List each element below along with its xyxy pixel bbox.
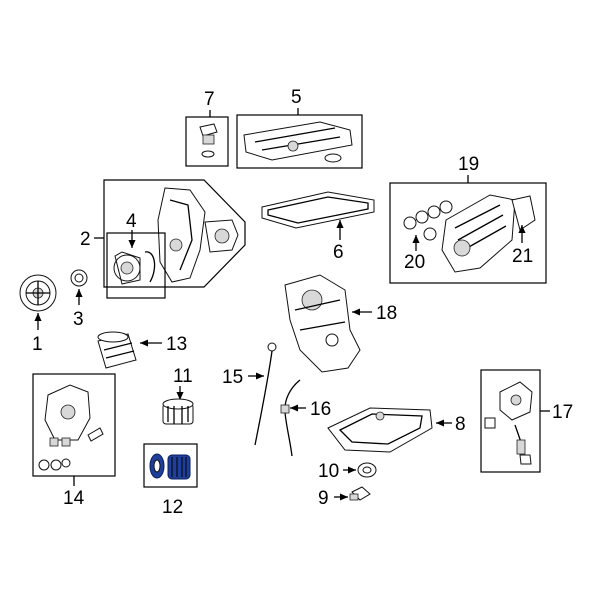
callout-17: 17 bbox=[552, 402, 573, 423]
oil-pressure-group bbox=[480, 369, 541, 473]
callout-5: 5 bbox=[291, 87, 302, 108]
oil-pump-kit[interactable] bbox=[38, 384, 104, 471]
callout-18: 18 bbox=[376, 303, 397, 324]
timing-cover-group bbox=[103, 179, 246, 288]
crankshaft-pulley[interactable] bbox=[19, 274, 57, 312]
filter-element-group bbox=[143, 443, 198, 488]
callout-1: 1 bbox=[32, 334, 43, 355]
callout-6: 6 bbox=[333, 242, 344, 263]
water-pump[interactable] bbox=[113, 251, 156, 285]
callout-10: 10 bbox=[318, 461, 339, 482]
dipstick-tube[interactable] bbox=[280, 379, 301, 457]
drain-plug-washer[interactable] bbox=[357, 462, 377, 478]
callout-11: 11 bbox=[173, 366, 193, 387]
timing-chain-cover[interactable] bbox=[157, 187, 239, 283]
intake-manifold[interactable] bbox=[441, 194, 536, 273]
oil-filter[interactable] bbox=[97, 331, 137, 369]
oil-cooler-assembly[interactable] bbox=[484, 381, 533, 465]
oil-cap-group bbox=[185, 116, 229, 167]
callout-4: 4 bbox=[126, 211, 137, 232]
intake-gaskets[interactable] bbox=[403, 200, 453, 241]
oil-pan[interactable] bbox=[327, 407, 433, 453]
callout-19: 19 bbox=[458, 154, 479, 175]
callout-2: 2 bbox=[80, 229, 91, 250]
callout-13: 13 bbox=[166, 334, 187, 355]
callout-16: 16 bbox=[310, 399, 331, 420]
crankshaft-seal[interactable] bbox=[70, 269, 88, 287]
callout-21: 21 bbox=[512, 246, 533, 267]
drain-plug[interactable] bbox=[349, 486, 371, 501]
callout-12: 12 bbox=[162, 497, 183, 518]
valve-cover-gasket[interactable] bbox=[261, 191, 375, 229]
callout-3: 3 bbox=[73, 309, 84, 330]
oil-filler-cap[interactable] bbox=[199, 123, 218, 158]
callout-8: 8 bbox=[455, 414, 466, 435]
callout-14: 14 bbox=[63, 488, 85, 509]
intake-manifold-group bbox=[389, 182, 547, 284]
oil-filter-housing[interactable] bbox=[162, 398, 194, 425]
oil-dipstick[interactable] bbox=[254, 342, 277, 446]
oil-pump-housing[interactable] bbox=[284, 274, 361, 373]
oil-filter-element[interactable] bbox=[149, 453, 191, 480]
water-pump-group bbox=[106, 232, 166, 299]
callout-7: 7 bbox=[204, 89, 215, 110]
callout-15: 15 bbox=[222, 367, 243, 388]
valve-cover[interactable] bbox=[243, 121, 353, 163]
callout-9: 9 bbox=[318, 488, 329, 509]
valve-cover-group bbox=[236, 114, 363, 169]
callout-20: 20 bbox=[404, 252, 425, 273]
